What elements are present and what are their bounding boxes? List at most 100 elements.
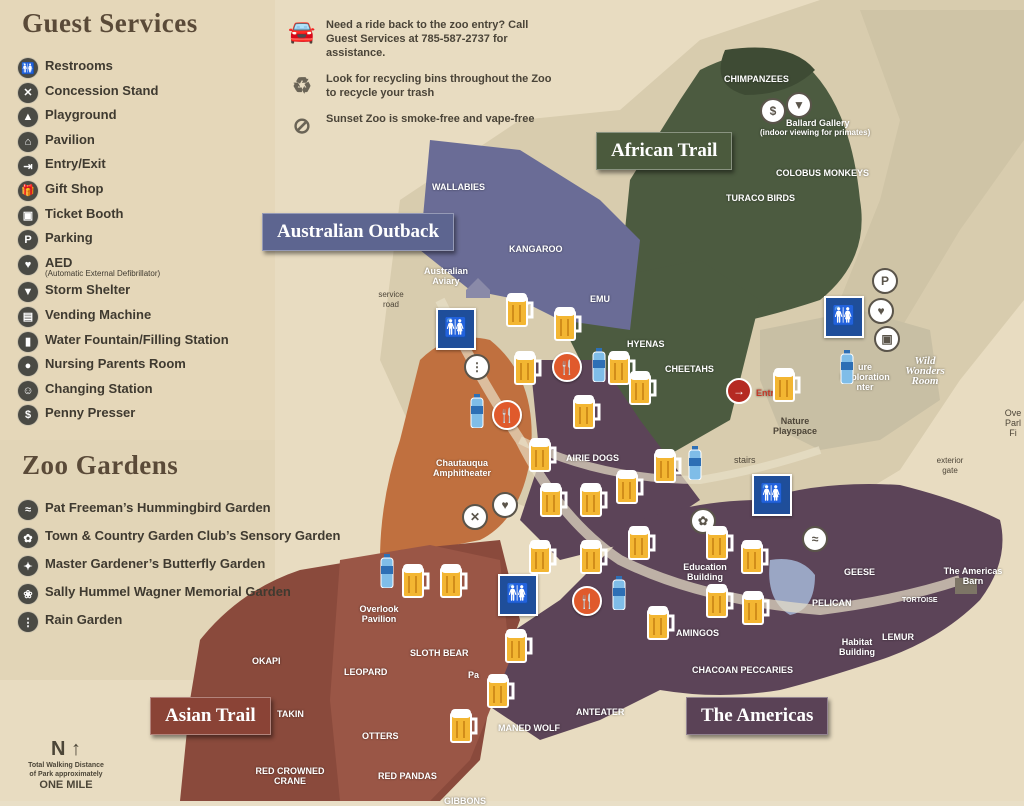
lemur-label: LEMUR: [882, 632, 914, 642]
beer-mug-icon: [503, 627, 535, 665]
beer-mug-icon: [512, 349, 544, 387]
storm-shelter-icon: ▼: [786, 92, 812, 118]
australian-outback-banner: Australian Outback: [262, 213, 455, 251]
legend-item: ●Nursing Parents Room: [18, 356, 229, 377]
storm-shelter-icon: ▼: [18, 282, 38, 303]
smoke-free-note-text: Sunset Zoo is smoke-free and vape-free: [326, 113, 535, 125]
hyenas-label: HYENAS: [627, 339, 665, 349]
distance-value: ONE MILE: [39, 779, 93, 791]
legend-item: ≈ Pat Freeman’s Hummingbird Garden: [18, 500, 340, 520]
gift-icon: 🎁: [18, 180, 38, 201]
ticket-icon: ▣: [18, 205, 38, 226]
americas-barn-label: The Americas Barn: [943, 566, 1003, 586]
service-road-label: service road: [378, 290, 404, 309]
parking-icon: P: [18, 230, 38, 251]
colobus-label: COLOBUS MONKEYS: [776, 168, 870, 178]
legend-item: ☺Changing Station: [18, 380, 229, 401]
maned-wolf-label: MANED WOLF: [498, 723, 560, 733]
beer-mug-icon: [538, 481, 570, 519]
hummingbird-icon: ≈: [802, 526, 828, 552]
stairs-label: stairs: [734, 455, 756, 465]
parking-icon: P: [872, 268, 898, 294]
legend-item: ✦Master Gardener’s Butterfly Garden: [18, 556, 340, 576]
aed-icon: ♥: [18, 254, 38, 275]
overflow-park-label: Ove Parl Fi: [1004, 408, 1022, 438]
legend-item: ▤Vending Machine: [18, 306, 229, 327]
zoo-gardens-list: ≈ Pat Freeman’s Hummingbird Garden ✿Town &…: [18, 500, 340, 640]
beer-mug-icon: [614, 468, 646, 506]
beer-mug-icon: [578, 538, 610, 576]
penny-icon: $: [18, 405, 38, 426]
restroom-icon: 🚻: [824, 296, 864, 338]
legend-item-label: Changing Station: [45, 380, 153, 396]
water-bottle-icon: [592, 348, 606, 383]
asian-trail-banner: Asian Trail: [150, 697, 271, 735]
legend-item: ▲Playground: [18, 107, 229, 128]
exploration-center-label: ure Exploration nter: [840, 362, 890, 392]
entry-exit-icon: ⇥: [18, 156, 38, 177]
concession-icon: 🍴: [552, 352, 582, 382]
prairie-dogs-label: AIRIE DOGS: [566, 453, 620, 463]
hummingbird-icon: ≈: [18, 500, 38, 520]
aviary-building: [466, 278, 490, 298]
ballard-gallery-label: Ballard Gallery: [786, 118, 850, 128]
legend-item-label: Pavilion: [45, 131, 95, 147]
legend-item: ▼Storm Shelter: [18, 282, 229, 303]
ballard-sub-label: (indoor viewing for primates): [760, 128, 871, 137]
sloth-bear-label: SLOTH BEAR: [410, 648, 469, 658]
okapi-label: OKAPI: [252, 656, 281, 666]
legend-item-label: Concession Stand: [45, 82, 159, 98]
zoo-gardens-title: Zoo Gardens: [22, 450, 179, 480]
americas-barn-building: [955, 578, 977, 594]
golf-cart-icon: 🚘: [288, 19, 316, 44]
takin-label: TAKIN: [277, 709, 304, 719]
beer-mug-icon: [627, 369, 659, 407]
legend-item-label: Restrooms: [45, 58, 113, 73]
restroom-icon: 🚻: [436, 308, 476, 350]
legend-item-label: Town & Country Garden Club’s Sensory Gar…: [45, 528, 341, 543]
smoke-free-note: ⊘ Sunset Zoo is smoke-free and vape-free: [286, 112, 556, 140]
beer-mug-icon: [485, 672, 517, 710]
beer-mug-icon: [578, 481, 610, 519]
legend-item-label: Water Fountain/Filling Station: [45, 331, 229, 347]
no-smoking-icon: ⊘: [292, 113, 312, 138]
legend-item: ⋮Rain Garden: [18, 612, 340, 632]
flamingos-label: AMINGOS: [676, 628, 720, 638]
beer-mug-icon: [704, 582, 736, 620]
restroom-icon: 🚻: [18, 58, 38, 78]
gibbons-label: GIBBONS: [444, 796, 487, 806]
legend-item-label: Pat Freeman’s Hummingbird Garden: [45, 500, 271, 515]
rain-icon: ⋮: [18, 612, 38, 632]
penny-icon: $: [760, 98, 786, 124]
beer-mug-icon: [740, 589, 772, 627]
leopard-label: LEOPARD: [344, 667, 388, 677]
red-crane-label: RED CROWNED CRANE: [255, 766, 325, 786]
beer-mug-icon: [527, 436, 559, 474]
legend-item: ▣Ticket Booth: [18, 205, 229, 226]
golf-cart-note-text: Need a ride back to the zoo entry? Call …: [326, 19, 529, 59]
beer-mug-icon: [438, 562, 470, 600]
guest-services-title: Guest Services: [22, 8, 198, 38]
kangaroo-label: KANGAROO: [509, 244, 563, 254]
golf-cart-note: 🚘 Need a ride back to the zoo entry? Cal…: [286, 18, 556, 60]
gift-icon: ♥: [492, 492, 518, 518]
legend-item-label: Entry/Exit: [45, 156, 106, 172]
concession-icon: 🍴: [492, 400, 522, 430]
chacoan-label: CHACOAN PECCARIES: [692, 665, 794, 675]
nature-playspace-label: Nature Playspace: [772, 416, 818, 436]
legend-item-label: Penny Presser: [45, 405, 136, 421]
african-trail-banner: African Trail: [596, 132, 733, 170]
entry-label: Entr: [756, 388, 774, 398]
nursing-icon: ●: [18, 356, 38, 377]
legend-item: ❀Sally Hummel Wagner Memorial Garden: [18, 584, 340, 604]
anteater-label: ANTEATER: [576, 707, 625, 717]
legend-item-label: Gift Shop: [45, 180, 104, 196]
americas-area: [480, 484, 1003, 740]
emu-label: EMU: [590, 294, 610, 304]
water-bottle-icon: [612, 576, 626, 611]
water-fountain-icon: ▮: [18, 331, 38, 352]
legend-item: ✿Town & Country Garden Club’s Sensory Ga…: [18, 528, 340, 548]
legend-item-label: Master Gardener’s Butterfly Garden: [45, 556, 266, 571]
entry-exit-icon: →: [726, 378, 752, 404]
